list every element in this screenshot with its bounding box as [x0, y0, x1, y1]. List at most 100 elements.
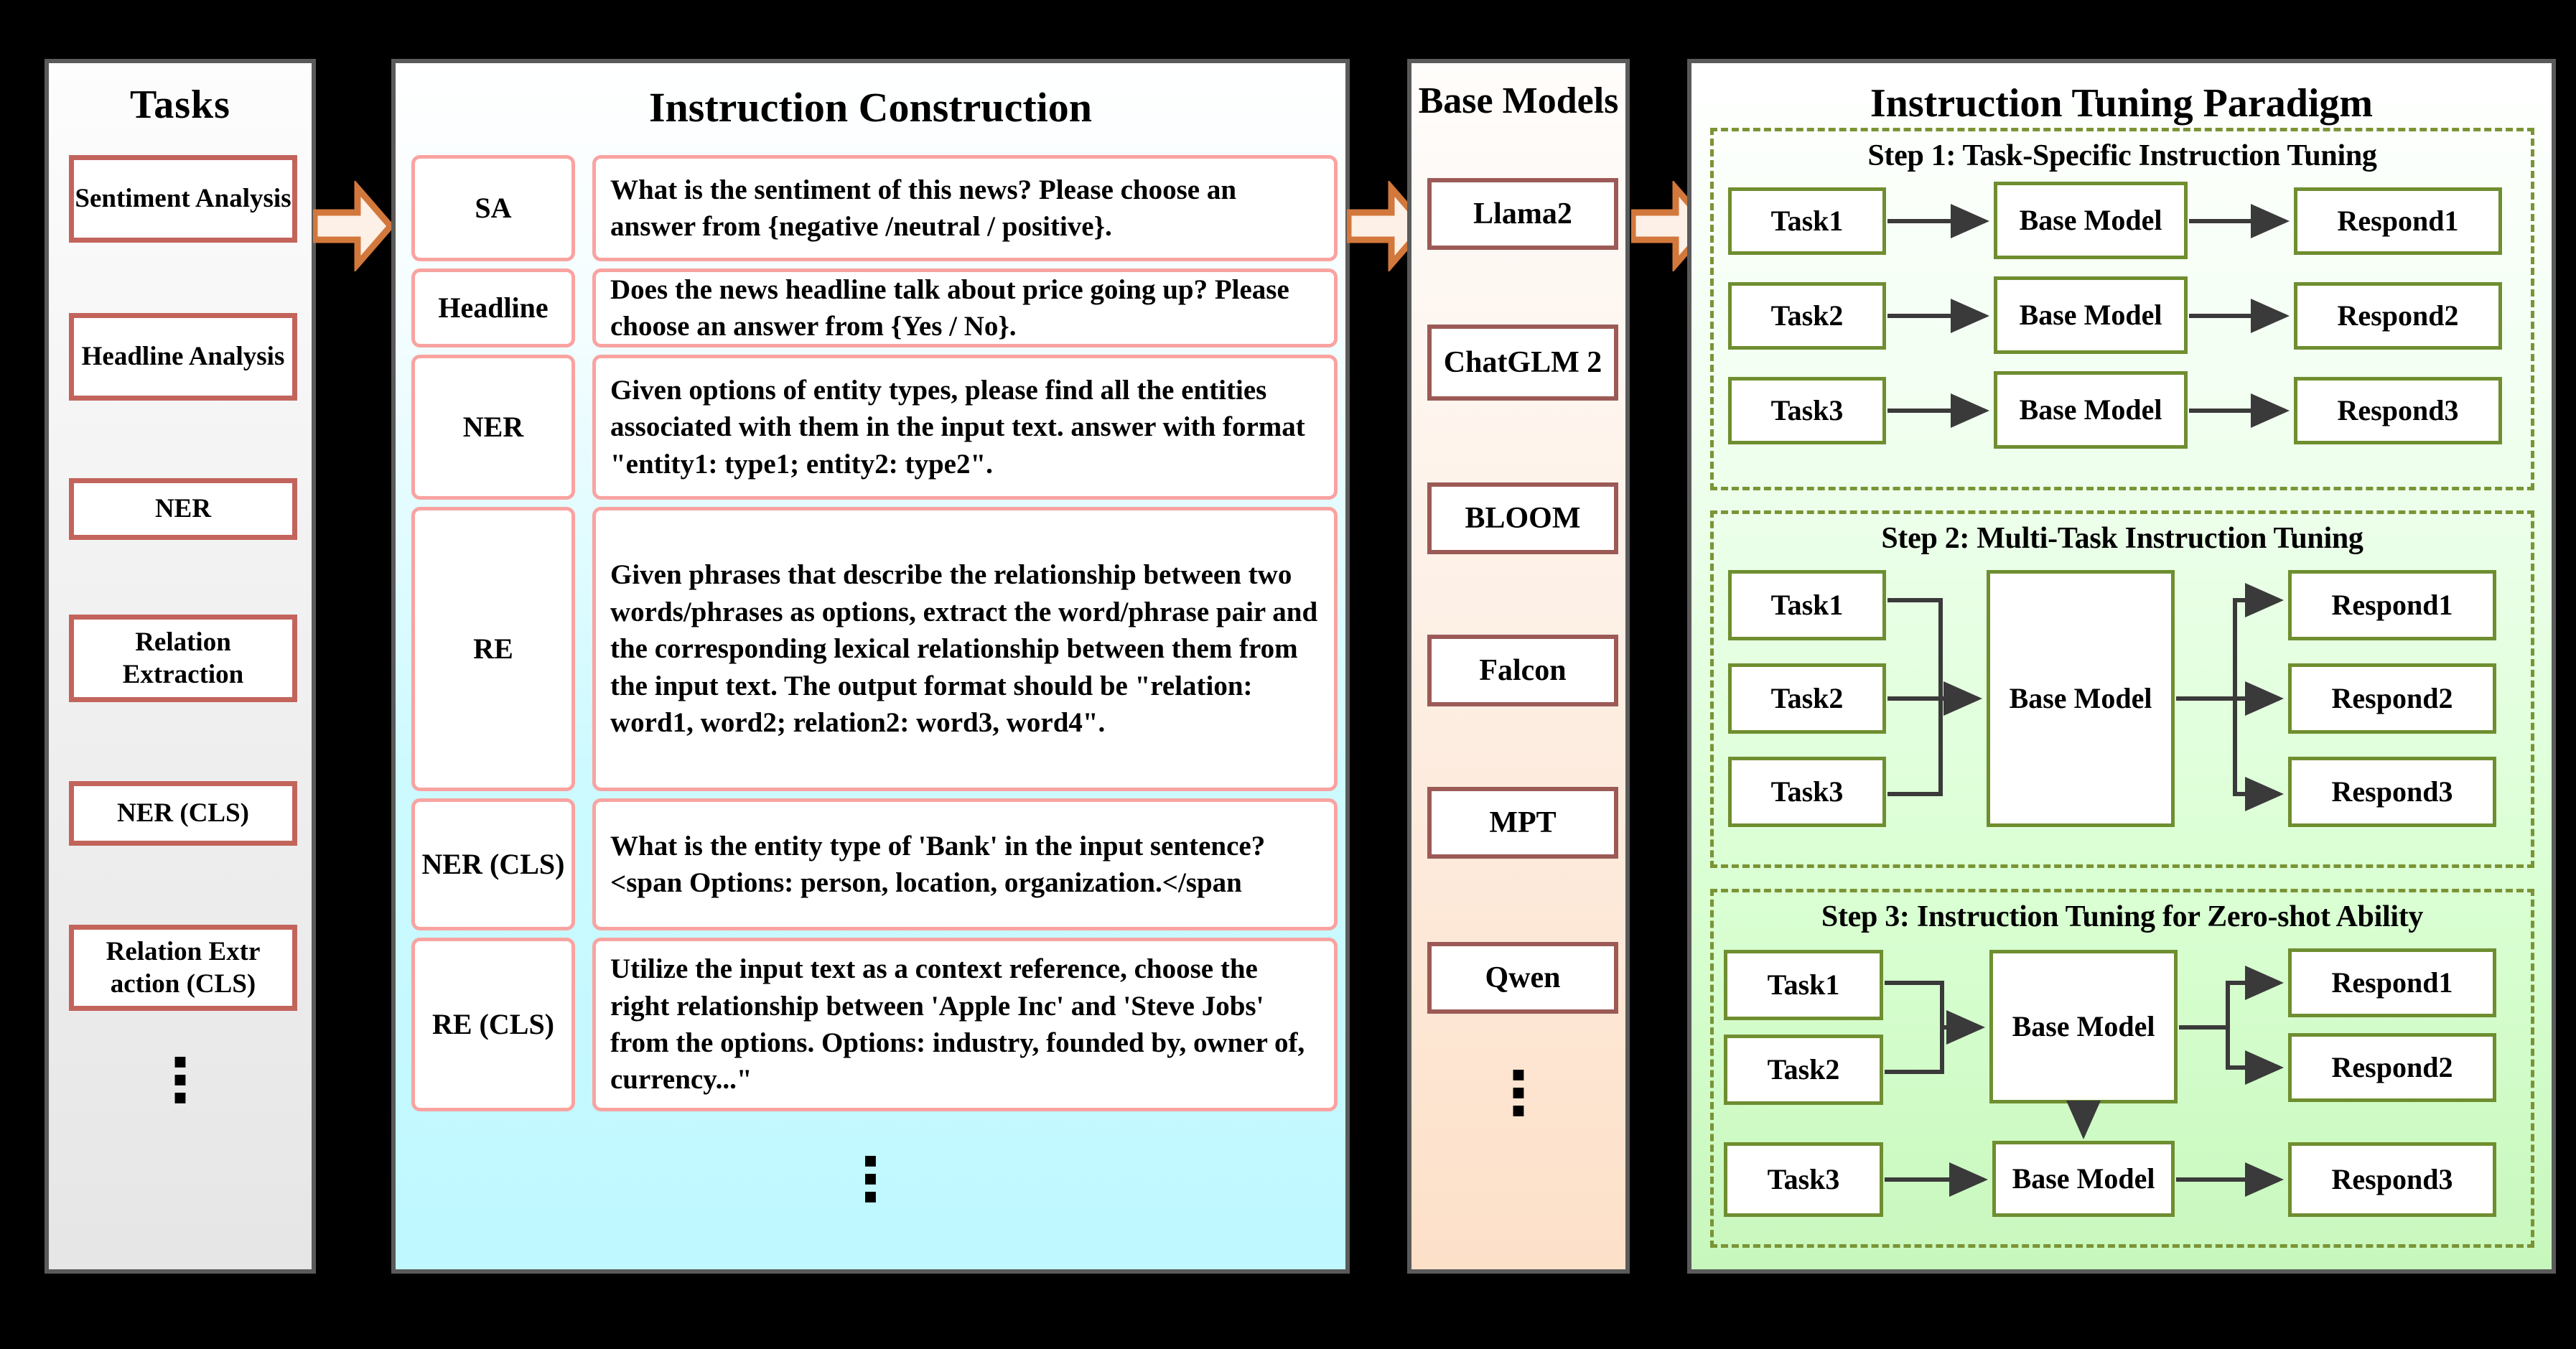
- model-box-llama2[interactable]: Llama2: [1427, 178, 1618, 250]
- instruction-ellipsis-icon: ▪▪▪: [862, 1136, 879, 1220]
- step-2-container: Step 2: Multi-Task Instruction Tuning Ta…: [1710, 510, 2534, 868]
- instruction-tag-label: RE (CLS): [431, 1008, 555, 1040]
- box-label: Task2: [1770, 682, 1844, 714]
- instruction-panel-title: Instruction Construction: [648, 84, 1093, 131]
- instruction-tag-ner-cls[interactable]: NER (CLS): [411, 798, 575, 930]
- step3-task2-box[interactable]: Task2: [1724, 1035, 1883, 1105]
- instruction-text-re[interactable]: Given phrases that describe the relation…: [592, 507, 1338, 791]
- model-label: MPT: [1489, 806, 1557, 839]
- box-label: Respond2: [2331, 1051, 2453, 1083]
- instruction-text-value: Utilize the input text as a context refe…: [610, 953, 1305, 1096]
- step2-respond3-box[interactable]: Respond3: [2288, 757, 2496, 827]
- instruction-text-value: Does the news headline talk about price …: [610, 274, 1289, 342]
- step3-respond2-box[interactable]: Respond2: [2288, 1033, 2496, 1102]
- step1-model1-box[interactable]: Base Model: [1994, 182, 2188, 259]
- box-label: Base Model: [2012, 1010, 2155, 1042]
- instruction-text-sa[interactable]: What is the sentiment of this news? Plea…: [592, 155, 1338, 261]
- step2-task3-box[interactable]: Task3: [1728, 757, 1886, 827]
- tasks-ellipsis-icon: ▪▪▪: [172, 1037, 188, 1121]
- task-label: NER: [154, 494, 212, 524]
- box-label: Task1: [1770, 589, 1844, 621]
- step2-task1-box[interactable]: Task1: [1728, 570, 1886, 640]
- instruction-construction-panel: Instruction Construction SA What is the …: [391, 59, 1350, 1274]
- instruction-text-re-cls[interactable]: Utilize the input text as a context refe…: [592, 938, 1338, 1111]
- instruction-text-value: Given phrases that describe the relation…: [610, 559, 1318, 739]
- step3-base-model-bottom-box[interactable]: Base Model: [1992, 1141, 2175, 1217]
- step3-respond1-box[interactable]: Respond1: [2288, 948, 2496, 1017]
- step1-respond1-box[interactable]: Respond1: [2294, 187, 2502, 255]
- instruction-tag-label: RE: [473, 633, 513, 665]
- step-3-container: Step 3: Instruction Tuning for Zero-shot…: [1710, 889, 2534, 1248]
- models-panel-title: Base Models: [1418, 80, 1619, 121]
- model-box-qwen[interactable]: Qwen: [1427, 942, 1618, 1014]
- step1-model3-box[interactable]: Base Model: [1994, 371, 2188, 449]
- box-label: Task2: [1770, 299, 1844, 332]
- instruction-text-value: Given options of entity types, please fi…: [610, 374, 1305, 480]
- step1-task2-box[interactable]: Task2: [1728, 282, 1886, 350]
- box-label: Respond1: [2331, 966, 2453, 999]
- instruction-tag-sa[interactable]: SA: [411, 155, 575, 261]
- task-box-relation-extraction-cls[interactable]: Relation Extr action (CLS): [69, 925, 297, 1011]
- model-label: Qwen: [1485, 961, 1561, 994]
- box-label: Base Model: [2019, 204, 2162, 236]
- step2-respond2-box[interactable]: Respond2: [2288, 663, 2496, 734]
- step3-connector-arrows: [1885, 966, 2284, 1197]
- model-label: Llama2: [1473, 197, 1572, 230]
- step2-task2-box[interactable]: Task2: [1728, 663, 1886, 734]
- instruction-row-re: RE Given phrases that describe the relat…: [411, 507, 1338, 791]
- step1-respond3-box[interactable]: Respond3: [2294, 377, 2502, 444]
- model-box-falcon[interactable]: Falcon: [1427, 635, 1618, 706]
- box-label: Base Model: [2012, 1162, 2155, 1195]
- box-label: Respond3: [2331, 1163, 2453, 1195]
- paradigm-panel-title: Instruction Tuning Paradigm: [1870, 81, 2374, 126]
- step1-task3-box[interactable]: Task3: [1728, 377, 1886, 444]
- step3-respond3-box[interactable]: Respond3: [2288, 1142, 2496, 1217]
- task-box-headline-analysis[interactable]: Headline Analysis: [69, 313, 297, 401]
- box-label: Task3: [1767, 1163, 1840, 1195]
- step3-task1-box[interactable]: Task1: [1724, 950, 1883, 1020]
- instruction-row-headline: Headline Does the news headline talk abo…: [411, 269, 1338, 347]
- instruction-text-ner[interactable]: Given options of entity types, please fi…: [592, 355, 1338, 500]
- step3-task3-box[interactable]: Task3: [1724, 1142, 1883, 1217]
- model-box-mpt[interactable]: MPT: [1427, 787, 1618, 859]
- step2-respond1-box[interactable]: Respond1: [2288, 570, 2496, 640]
- step1-respond2-box[interactable]: Respond2: [2294, 282, 2502, 350]
- instruction-tag-re-cls[interactable]: RE (CLS): [411, 938, 575, 1111]
- instruction-tuning-paradigm-panel: Instruction Tuning Paradigm Step 1: Task…: [1687, 59, 2556, 1274]
- step-2-title: Step 2: Multi-Task Instruction Tuning: [1881, 522, 2363, 555]
- instruction-row-ner-cls: NER (CLS) What is the entity type of 'Ba…: [411, 798, 1338, 930]
- task-box-sentiment-analysis[interactable]: Sentiment Analysis: [69, 155, 297, 243]
- instruction-row-ner: NER Given options of entity types, pleas…: [411, 355, 1338, 500]
- step1-model2-box[interactable]: Base Model: [1994, 276, 2188, 354]
- tasks-panel: Tasks Sentiment Analysis Headline Analys…: [45, 59, 316, 1274]
- box-label: Task2: [1767, 1053, 1840, 1086]
- task-box-ner-cls[interactable]: NER (CLS): [69, 781, 297, 846]
- task-label: NER (CLS): [117, 798, 249, 828]
- instruction-tag-headline[interactable]: Headline: [411, 269, 575, 347]
- model-box-bloom[interactable]: BLOOM: [1427, 482, 1618, 554]
- model-label: Falcon: [1479, 653, 1567, 687]
- instruction-tag-label: NER: [462, 411, 524, 443]
- instruction-text-value: What is the sentiment of this news? Plea…: [610, 174, 1237, 242]
- instruction-tag-re[interactable]: RE: [411, 507, 575, 791]
- box-label: Respond1: [2331, 589, 2453, 621]
- box-label: Task1: [1770, 205, 1844, 237]
- box-label: Respond3: [2331, 775, 2453, 808]
- box-label: Respond2: [2331, 682, 2453, 714]
- instruction-tag-ner[interactable]: NER: [411, 355, 575, 500]
- model-box-chatglm2[interactable]: ChatGLM 2: [1427, 325, 1618, 401]
- flow-arrow-tasks-to-instruction: [313, 181, 393, 271]
- step2-base-model-box[interactable]: Base Model: [1987, 570, 2175, 827]
- step1-connector-arrows: [1887, 204, 2290, 428]
- box-label: Base Model: [2019, 393, 2162, 426]
- instruction-text-value: What is the entity type of 'Bank' in the…: [610, 830, 1266, 898]
- instruction-text-headline[interactable]: Does the news headline talk about price …: [592, 269, 1338, 347]
- step-1-title: Step 1: Task-Specific Instruction Tuning: [1867, 139, 2377, 172]
- step3-base-model-top-box[interactable]: Base Model: [1989, 950, 2178, 1103]
- task-box-ner[interactable]: NER: [69, 478, 297, 540]
- task-label: Relation Extraction: [122, 627, 244, 689]
- step-3-title: Step 3: Instruction Tuning for Zero-shot…: [1821, 900, 2424, 933]
- instruction-text-ner-cls[interactable]: What is the entity type of 'Bank' in the…: [592, 798, 1338, 930]
- task-box-relation-extraction[interactable]: Relation Extraction: [69, 615, 297, 702]
- step1-task1-box[interactable]: Task1: [1728, 187, 1886, 255]
